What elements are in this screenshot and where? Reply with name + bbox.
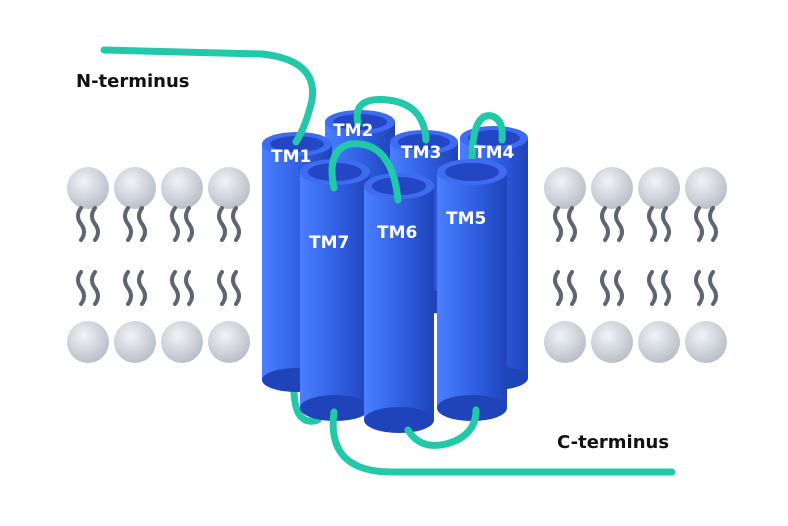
- label-tm4: TM4: [474, 143, 515, 163]
- label-c-terminus: C-terminus: [557, 432, 669, 453]
- helix-tm7: [300, 159, 370, 421]
- label-tm3: TM3: [401, 143, 441, 163]
- front-loops: [328, 140, 676, 476]
- helix-tm5: [437, 159, 507, 421]
- label-tm2: TM2: [333, 121, 373, 141]
- extracellular-loops-back: [100, 46, 506, 166]
- label-tm7: TM7: [309, 233, 349, 253]
- lipid-bilayer-right: [542, 165, 729, 365]
- label-tm1: TM1: [271, 147, 311, 167]
- label-n-terminus: N-terminus: [76, 71, 190, 92]
- helix-tm6: [364, 173, 434, 433]
- lipid-bilayer-left: [65, 165, 252, 365]
- label-tm6: TM6: [377, 223, 417, 243]
- label-tm5: TM5: [446, 209, 486, 229]
